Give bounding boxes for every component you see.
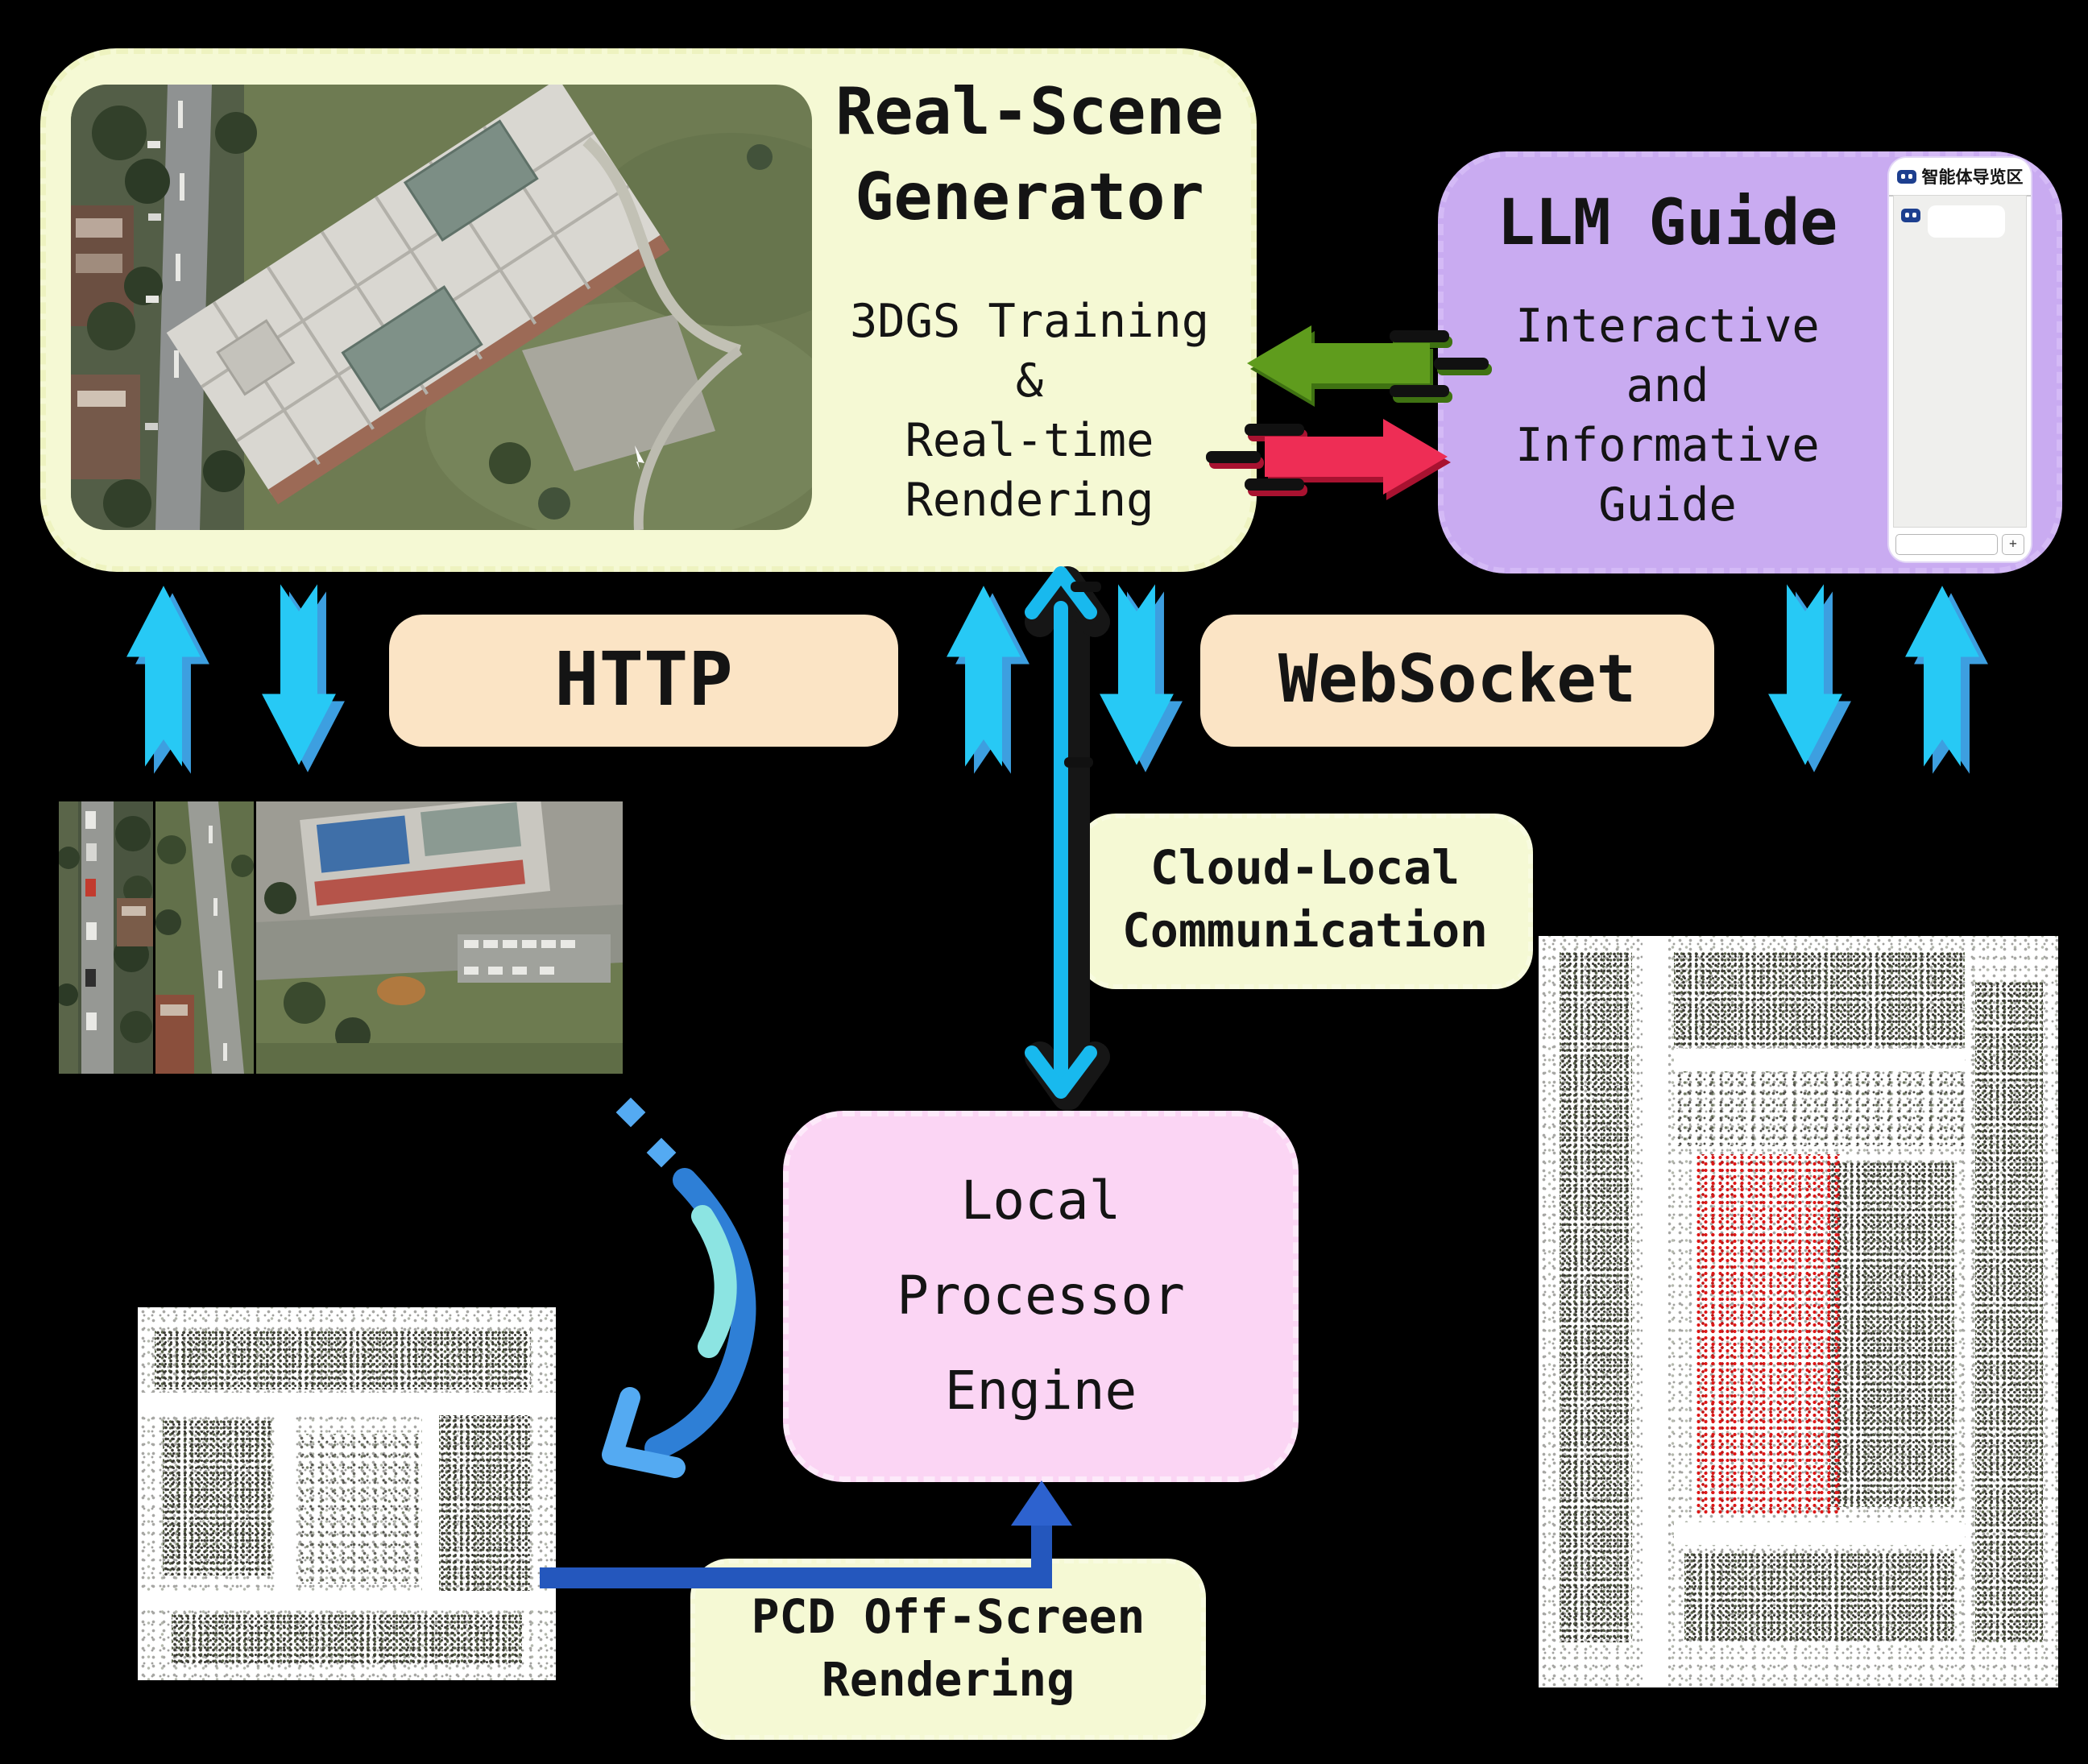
pcd-to-processor-arrow-icon xyxy=(540,1480,1072,1588)
up-arrow-icon xyxy=(1905,586,1979,767)
up-arrow-icon xyxy=(947,586,1021,767)
pcd-offscreen-rendering-box xyxy=(690,1559,1206,1740)
robot-icon xyxy=(1896,169,1916,184)
websocket-label: WebSocket xyxy=(1278,641,1637,718)
llm-guide-subtitle: Interactive and Informative Guide xyxy=(1515,300,1820,532)
pcd-offscreen-rendering-label: PCD Off-Screen Rendering xyxy=(751,1589,1146,1707)
phone-header-title: 智能体导览区 xyxy=(1921,168,2024,187)
down-arrow-icon xyxy=(1100,584,1174,765)
down-arrow-icon xyxy=(262,584,336,765)
local-processor-engine-label: Local Processor Engine xyxy=(897,1170,1185,1422)
local-processor-engine-box xyxy=(783,1111,1299,1482)
aerial-campus-photo xyxy=(71,85,812,530)
send-button[interactable]: + xyxy=(2002,534,2024,555)
street-aerial-photo xyxy=(59,801,153,1074)
up-arrow-icon xyxy=(126,586,201,767)
real-scene-generator-subtitle: 3DGS Training & Real-time Rendering xyxy=(849,295,1210,527)
road-aerial-photo xyxy=(155,801,254,1074)
phone-header: 智能体导览区 xyxy=(1889,158,2031,197)
http-box xyxy=(389,615,898,747)
cloud-local-communication-box xyxy=(1077,814,1533,989)
robot-avatar-icon xyxy=(1901,209,1920,222)
phone-input-bar: + xyxy=(1889,528,2031,561)
chat-message-bubble xyxy=(1928,205,2005,238)
swoosh-arrow-icon xyxy=(602,1097,756,1478)
guide-app-phone-mockup: 智能体导览区 + xyxy=(1889,158,2031,561)
point-cloud-map-red-highlight xyxy=(1539,936,2058,1687)
highlighted-building-points xyxy=(1694,1153,1841,1515)
cloud-local-double-arrow-icon xyxy=(1025,566,1110,1111)
right-red-arrow-icon xyxy=(1206,419,1448,495)
down-arrow-icon xyxy=(1768,584,1842,765)
campus-aerial-photo xyxy=(256,801,623,1074)
phone-chat-area xyxy=(1893,195,2027,528)
cloud-local-communication-label: Cloud-Local Communication xyxy=(1122,840,1488,958)
point-cloud-map xyxy=(138,1307,556,1680)
left-green-arrow-icon xyxy=(1247,325,1489,401)
real-scene-generator-title: Real-Scene Generator xyxy=(835,74,1224,234)
chat-input[interactable] xyxy=(1895,534,1998,555)
http-label: HTTP xyxy=(554,636,733,723)
websocket-box xyxy=(1200,615,1714,747)
llm-guide-title: LLM Guide xyxy=(1497,187,1838,259)
